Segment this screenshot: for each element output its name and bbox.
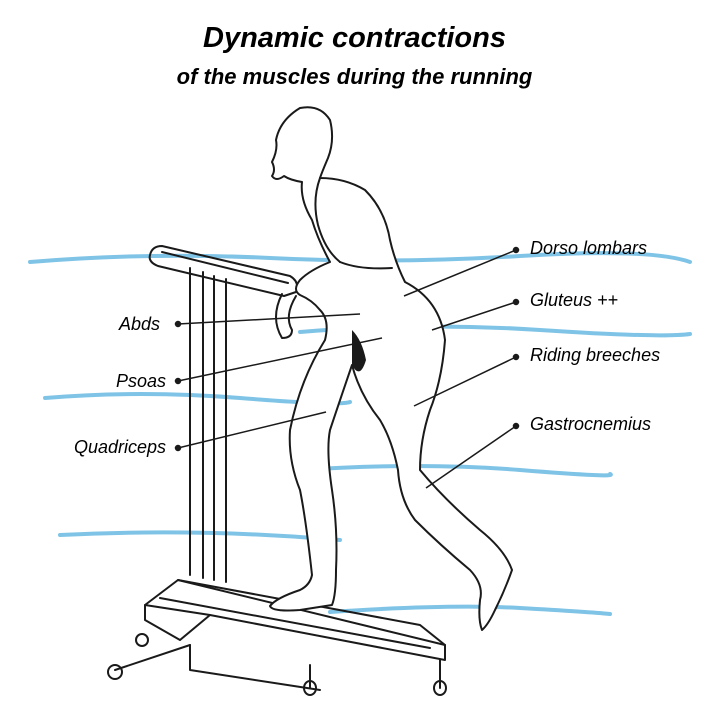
dot-riding-breeches xyxy=(512,353,520,361)
leader-abds xyxy=(177,313,361,325)
label-riding-breeches: Riding breeches xyxy=(530,345,661,365)
label-psoas: Psoas xyxy=(115,371,166,391)
dot-gluteus xyxy=(512,298,520,306)
label-abds: Abds xyxy=(118,314,160,334)
dot-quadriceps xyxy=(174,444,182,452)
dot-dorso-lombars xyxy=(512,246,520,254)
diagram-title: Dynamic contractions xyxy=(203,22,506,54)
leader-gluteus xyxy=(431,301,517,331)
leader-gastrocnemius xyxy=(425,425,517,489)
leader-dorso-lombars xyxy=(403,249,517,297)
wave-4 xyxy=(298,464,613,478)
label-gastrocnemius: Gastrocnemius xyxy=(530,414,652,434)
dot-abds xyxy=(174,320,182,328)
dot-gastrocnemius xyxy=(512,422,520,430)
leader-lines xyxy=(174,246,520,489)
wave-6 xyxy=(328,604,612,616)
diagram-subtitle: of the muscles during the running xyxy=(176,64,533,89)
leader-riding-breeches xyxy=(413,356,517,407)
leader-quadriceps xyxy=(177,411,327,449)
dot-psoas xyxy=(174,377,182,385)
runner-figure xyxy=(269,106,513,631)
label-dorso-lombars: Dorso lombars xyxy=(530,238,648,258)
wave-5 xyxy=(58,530,342,542)
label-gluteus: Gluteus ++ xyxy=(530,290,619,310)
label-quadriceps: Quadriceps xyxy=(73,437,166,457)
leader-psoas xyxy=(177,337,383,382)
